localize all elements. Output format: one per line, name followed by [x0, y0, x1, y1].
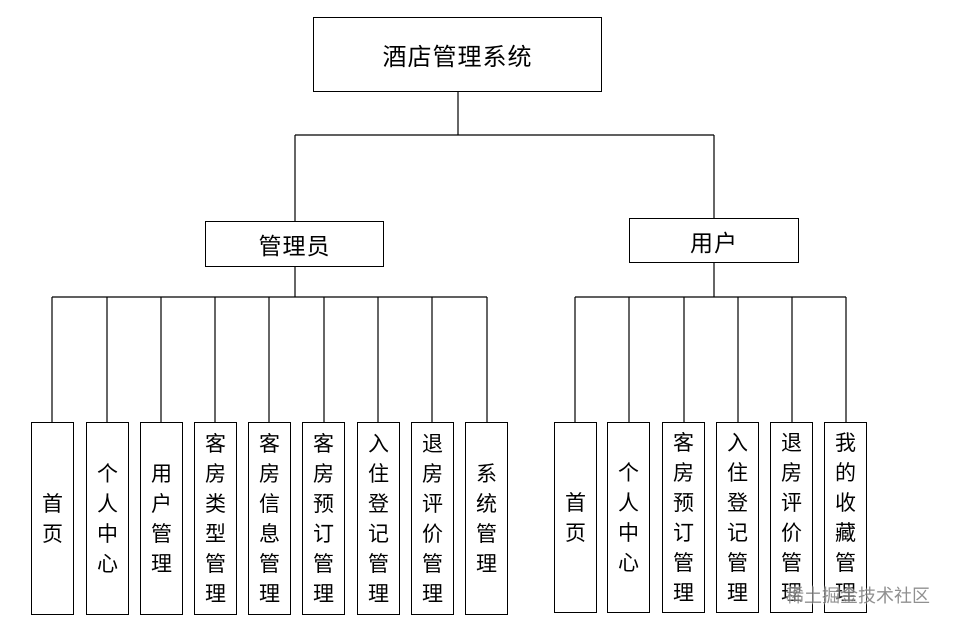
- node-label: 个人中心: [97, 461, 118, 576]
- node-label: 首页: [42, 491, 63, 546]
- admin-node: 管理员: [205, 221, 384, 267]
- admin-node-check-in-management: 入住登记管理: [357, 422, 400, 615]
- admin-node-room-info-management: 客房信息管理: [248, 422, 291, 615]
- root-label: 酒店管理系统: [382, 43, 533, 71]
- watermark-text: 稀土掘金技术社区: [786, 586, 930, 607]
- node-label: 个人中心: [618, 460, 639, 575]
- user-node-room-booking-management: 客房预订管理: [662, 422, 705, 613]
- user-label: 用户: [690, 230, 738, 257]
- admin-label: 管理员: [258, 234, 331, 260]
- admin-node-personal-center: 个人中心: [86, 422, 129, 615]
- user-node-personal-center: 个人中心: [607, 422, 650, 613]
- user-node-check-in-management: 入住登记管理: [716, 422, 759, 613]
- node-label: 客房预订管理: [673, 430, 694, 605]
- user-node-check-out-review-management: 退房评价管理: [770, 422, 813, 613]
- root-node: 酒店管理系统: [313, 17, 602, 92]
- node-label: 客房信息管理: [259, 431, 280, 606]
- admin-node-system-management: 系统管理: [465, 422, 508, 615]
- admin-node-room-type-management: 客房类型管理: [194, 422, 237, 615]
- user-node-my-favorites-management: 我的收藏管理: [824, 422, 867, 613]
- user-node: 用户: [629, 218, 799, 263]
- admin-node-home: 首页: [31, 422, 74, 615]
- admin-node-check-out-review-management: 退房评价管理: [411, 422, 454, 615]
- user-node-home: 首页: [554, 422, 597, 613]
- node-label: 我的收藏管理: [835, 430, 856, 605]
- node-label: 客房类型管理: [205, 431, 226, 606]
- node-label: 用户管理: [151, 461, 172, 576]
- node-label: 客房预订管理: [313, 431, 334, 606]
- node-label: 系统管理: [476, 461, 497, 576]
- node-label: 首页: [565, 490, 586, 545]
- node-label: 退房评价管理: [422, 431, 443, 606]
- node-label: 入住登记管理: [368, 431, 389, 606]
- node-label: 入住登记管理: [727, 430, 748, 605]
- admin-node-room-booking-management: 客房预订管理: [302, 422, 345, 615]
- node-label: 退房评价管理: [781, 430, 802, 605]
- admin-node-user-management: 用户管理: [140, 422, 183, 615]
